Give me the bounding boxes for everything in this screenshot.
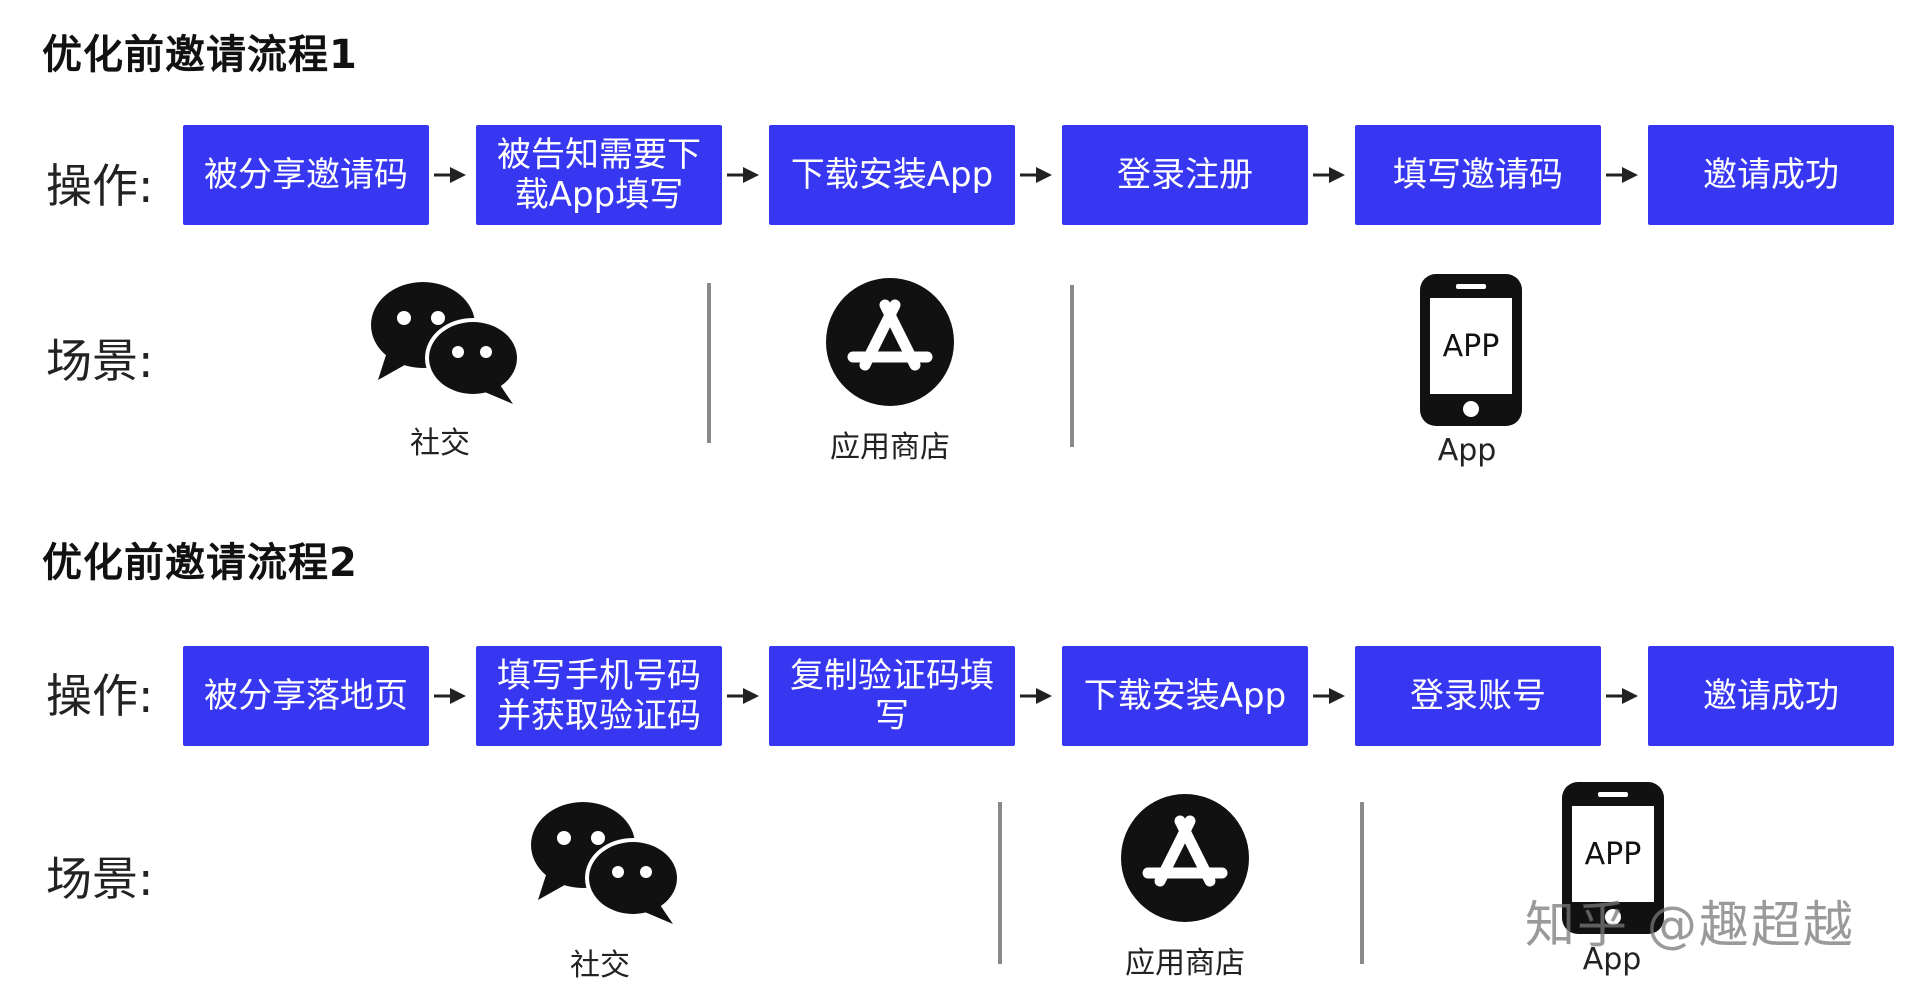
flow2-step-1: 被分享落地页 bbox=[183, 646, 429, 746]
flow2-arrow-2 bbox=[727, 688, 759, 704]
flow1-step-6: 邀请成功 bbox=[1648, 125, 1894, 225]
flow1-step-3: 下载安装App bbox=[769, 125, 1015, 225]
flow1-scene-caption-social: 社交 bbox=[410, 426, 470, 461]
flow1-scene-caption-app: App bbox=[1437, 433, 1497, 468]
flow1-scene-label: 场景: bbox=[46, 334, 154, 388]
wechat-icon bbox=[371, 282, 521, 404]
app-store-icon bbox=[1121, 794, 1249, 922]
flow1-title: 优化前邀请流程1 bbox=[42, 32, 358, 78]
flow2-scene-caption-social: 社交 bbox=[570, 948, 630, 983]
flow2-step-6: 邀请成功 bbox=[1648, 646, 1894, 746]
flow1-step-2: 被告知需要下载App填写 bbox=[476, 125, 722, 225]
flow2-arrow-4 bbox=[1313, 688, 1345, 704]
flow2-title: 优化前邀请流程2 bbox=[42, 540, 358, 586]
flow1-arrow-3 bbox=[1020, 167, 1052, 183]
flow1-step-4: 登录注册 bbox=[1062, 125, 1308, 225]
flow2-step-5: 登录账号 bbox=[1355, 646, 1601, 746]
phone-screen-text: APP bbox=[1585, 837, 1642, 872]
flow1-divider-2 bbox=[1070, 285, 1074, 447]
flow1-step-1: 被分享邀请码 bbox=[183, 125, 429, 225]
flow1-arrow-1 bbox=[434, 167, 466, 183]
flow2-scene-caption-app: App bbox=[1582, 942, 1642, 977]
flow2-operation-label: 操作: bbox=[46, 669, 154, 723]
flow2-arrow-1 bbox=[434, 688, 466, 704]
flow2-scene-caption-appstore: 应用商店 bbox=[1125, 946, 1245, 981]
wechat-icon bbox=[531, 802, 681, 924]
flow1-step-5: 填写邀请码 bbox=[1355, 125, 1601, 225]
phone-app-icon: APP bbox=[1420, 274, 1522, 426]
flow1-divider-1 bbox=[707, 283, 711, 443]
flow1-arrow-4 bbox=[1313, 167, 1345, 183]
app-store-icon bbox=[826, 278, 954, 406]
flow1-scene-caption-appstore: 应用商店 bbox=[830, 430, 950, 465]
flow2-step-2: 填写手机号码并获取验证码 bbox=[476, 646, 722, 746]
flow2-arrow-5 bbox=[1606, 688, 1638, 704]
phone-screen-text: APP bbox=[1443, 329, 1500, 364]
flow1-operation-label: 操作: bbox=[46, 159, 154, 213]
phone-app-icon: APP bbox=[1562, 782, 1664, 934]
flow1-arrow-5 bbox=[1606, 167, 1638, 183]
flow2-scene-label: 场景: bbox=[46, 852, 154, 906]
flow2-step-3: 复制验证码填写 bbox=[769, 646, 1015, 746]
flow2-divider-1 bbox=[998, 802, 1002, 964]
watermark: 知乎 @趣超越 bbox=[1525, 896, 1855, 954]
flow2-arrow-3 bbox=[1020, 688, 1052, 704]
flow2-divider-2 bbox=[1360, 802, 1364, 964]
flow1-arrow-2 bbox=[727, 167, 759, 183]
flow2-step-4: 下载安装App bbox=[1062, 646, 1308, 746]
